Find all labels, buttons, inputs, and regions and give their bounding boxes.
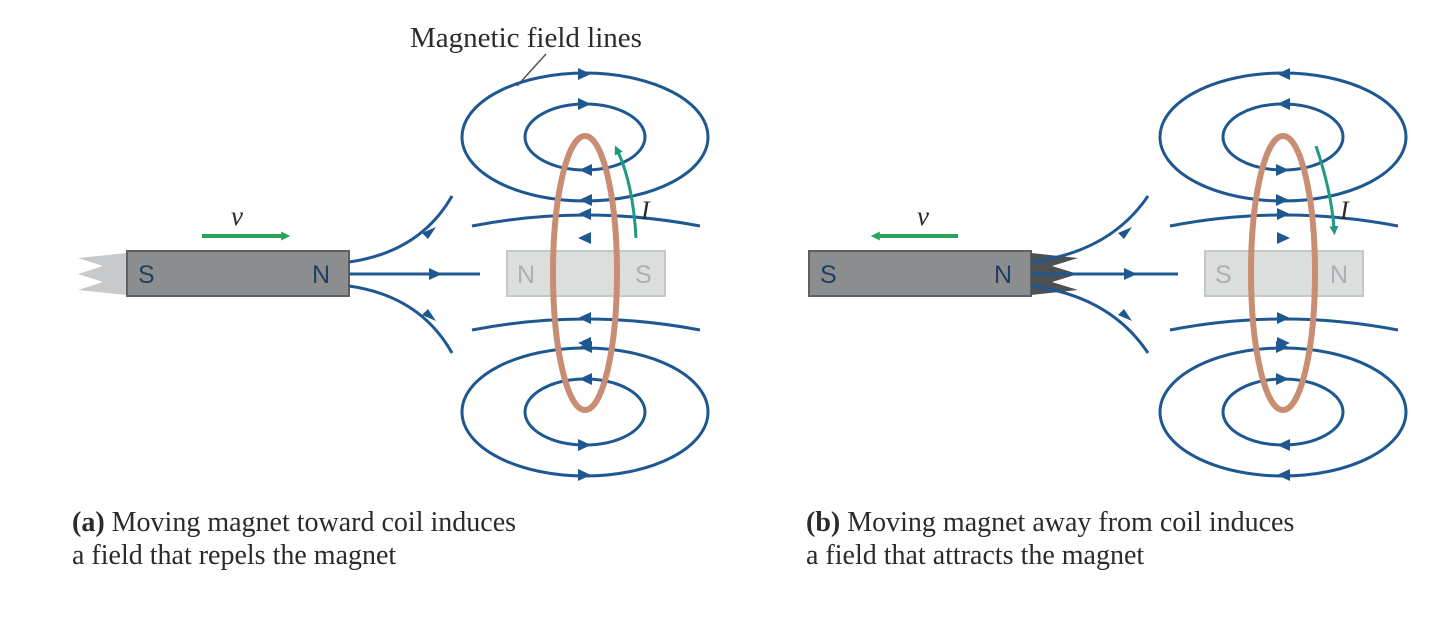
panel-b-magnet-left-pole: S <box>820 261 837 289</box>
panel-a-caption-line2: a field that repels the magnet <box>72 540 397 571</box>
panel-b-current-label: I <box>1339 196 1350 225</box>
panel-a-induced-magnet: N S <box>506 250 666 297</box>
panel-a-pole-field-lines <box>348 195 480 354</box>
panel-a-velocity: v <box>202 201 291 241</box>
panel-a-caption-tag: (a) <box>72 507 105 538</box>
panel-b-coil-side-arrows <box>1277 208 1290 349</box>
panel-a: N S S N v I <box>78 68 710 481</box>
panel-b-current: I <box>1314 145 1350 236</box>
panel-b: S N S N v I <box>808 68 1408 481</box>
panel-b-current-arrow <box>1314 145 1339 236</box>
panel-b-magnet-right-pole: N <box>994 261 1012 289</box>
panel-b-velocity-label: v <box>917 201 929 231</box>
panel-b-induced-left-pole: S <box>1215 261 1232 289</box>
panel-b-caption-tag: (b) <box>806 507 841 538</box>
panel-b-caption-line1: (b) Moving magnet away from coil induces <box>806 506 1436 539</box>
panel-b-induced-right-pole: N <box>1330 261 1348 289</box>
panel-a-induced-right-pole: S <box>635 261 652 289</box>
panel-a-magnet: S N <box>78 250 350 297</box>
panel-a-coil <box>550 133 620 413</box>
panel-a-caption-text1: Moving magnet toward coil induces <box>111 507 517 538</box>
panel-a-magnet-left-pole: S <box>138 261 155 289</box>
panel-b-loop-arrowheads <box>1276 68 1290 481</box>
panel-a-velocity-label: v <box>231 201 243 231</box>
panel-a-pole-field-arrows <box>422 227 442 321</box>
panel-b-induced-magnet: S N <box>1204 250 1364 297</box>
panel-a-current-arrow <box>614 145 638 239</box>
panel-b-caption: (b) Moving magnet away from coil induces… <box>806 506 1436 572</box>
field-lines-label: Magnetic field lines <box>410 22 642 54</box>
panel-a-induced-left-pole: N <box>517 261 535 289</box>
panel-b-pole-field-arrows <box>1118 227 1137 321</box>
panel-b-pole-field-lines <box>1030 195 1178 354</box>
panel-a-caption-line1: (a) Moving magnet toward coil induces <box>72 506 712 539</box>
panel-a-magnet-right-pole: N <box>312 261 330 289</box>
panel-b-caption-text1: Moving magnet away from coil induces <box>847 507 1295 538</box>
panel-a-caption: (a) Moving magnet toward coil induces a … <box>72 506 712 572</box>
panel-b-coil <box>1248 133 1318 413</box>
panel-a-coil-side-arrows <box>578 208 591 349</box>
panel-a-current: I <box>614 145 651 239</box>
panel-b-caption-line2: a field that attracts the magnet <box>806 540 1145 571</box>
panel-a-current-label: I <box>640 196 651 225</box>
panel-b-magnet: S N <box>808 250 1078 297</box>
panel-b-velocity: v <box>870 201 958 241</box>
